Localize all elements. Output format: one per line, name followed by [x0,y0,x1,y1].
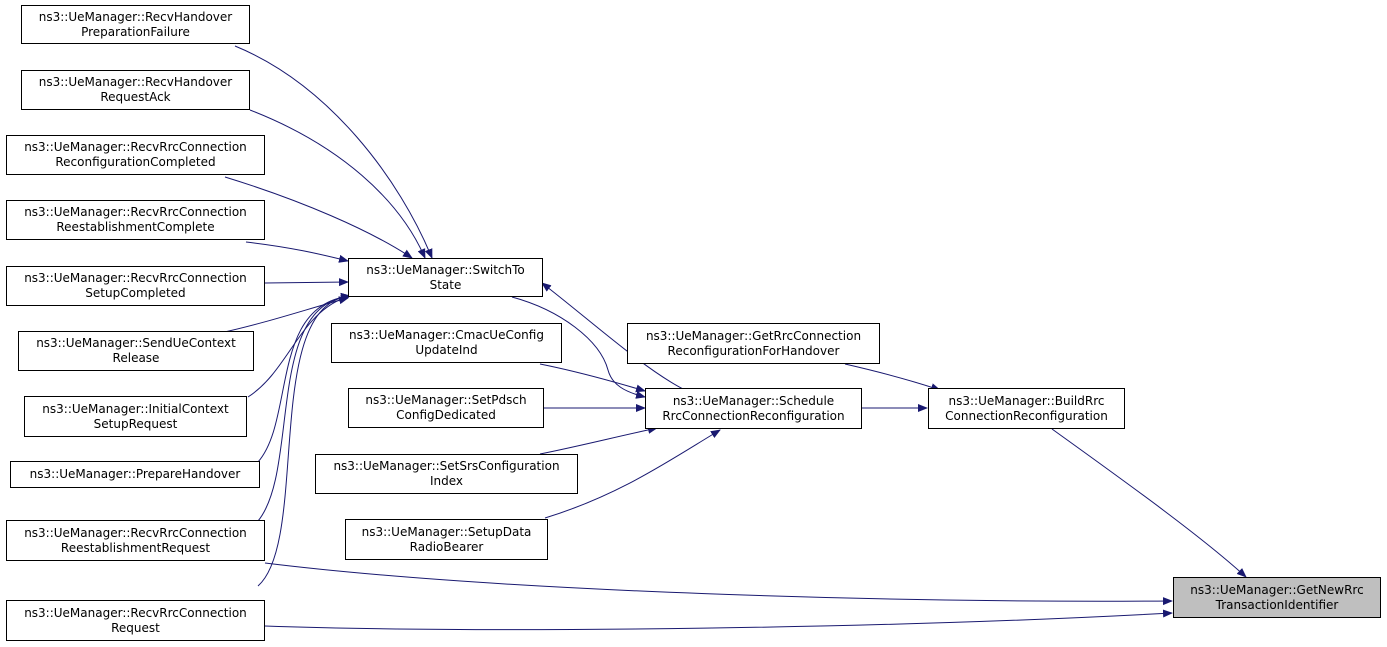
edge-recv-rrc-request-to-get-new-rrc-transaction-id [264,609,1173,631]
node-recv-rrc-connection-reestablishment-request[interactable]: ns3::UeManager::RecvRrcConnection Reesta… [6,520,265,561]
node-label-line: ReestablishmentComplete [56,220,215,234]
node-setup-data-radio-bearer[interactable]: ns3::UeManager::SetupData RadioBearer [345,519,548,560]
edge-recv-rrc-reconf-completed-to-switch-to-state [224,176,413,259]
edge-recv-ho-prep-failure-to-switch-to-state [234,45,433,259]
edge-cmac-ue-config-update-ind-to-schedule-rrc-reconf [539,363,646,393]
node-label-line: RadioBearer [409,539,484,554]
node-build-rrc-connection-reconfiguration[interactable]: ns3::UeManager::BuildRrc ConnectionRecon… [928,388,1125,429]
node-set-pdsch-config-dedicated[interactable]: ns3::UeManager::SetPdsch ConfigDedicated [348,388,544,428]
node-label-line: ns3::UeManager::GetNewRrc [1190,582,1364,597]
node-label-line: ReconfigurationCompleted [55,155,216,169]
node-label-line: ns3::UeManager::CmacUeConfig [349,328,544,342]
node-send-ue-context-release[interactable]: ns3::UeManager::SendUeContext Release [18,331,254,371]
edge-get-rrc-reconf-for-handover-to-build-rrc-reconf [844,363,941,391]
node-label-line: ns3::UeManager::SetSrsConfiguration [333,459,560,473]
edge-prepare-handover-to-switch-to-state [257,293,351,463]
edge-setup-data-radio-bearer-to-schedule-rrc-reconf [544,429,721,519]
edge-schedule-rrc-reconf-to-switch-to-state [541,282,686,391]
node-recv-handover-preparation-failure[interactable]: ns3::UeManager::RecvHandover Preparation… [21,5,250,44]
node-label-line: ns3::UeManager::RecvRrcConnection [24,140,247,154]
node-label-line: ns3::UeManager::RecvRrcConnection [24,205,247,219]
edge-switch-to-state-to-schedule-rrc-reconf [511,296,646,399]
node-label-line: ns3::UeManager::RecvRrcConnection [24,525,247,540]
edge-initial-context-setup-request-to-switch-to-state [247,294,351,398]
node-label-line: ns3::UeManager::GetRrcConnection [645,328,862,343]
node-label-line: State [429,277,462,292]
node-label-line: ns3::UeManager::BuildRrc [948,393,1105,408]
node-set-srs-configuration-index[interactable]: ns3::UeManager::SetSrsConfiguration Inde… [315,454,578,494]
node-label-line: ReestablishmentRequest [60,540,211,555]
node-label-line: Release [112,351,160,365]
edge-recv-ho-request-ack-to-switch-to-state [249,109,426,259]
node-initial-context-setup-request[interactable]: ns3::UeManager::InitialContext SetupRequ… [24,396,247,437]
node-prepare-handover[interactable]: ns3::UeManager::PrepareHandover [10,461,260,488]
edge-recv-rrc-request-to-switch-to-state [257,292,351,587]
node-label-line: ns3::UeManager::RecvHandover [38,75,233,89]
node-recv-rrc-connection-reconfiguration-completed[interactable]: ns3::UeManager::RecvRrcConnection Reconf… [6,135,265,175]
node-label-line: ns3::UeManager::SetPdsch [365,393,527,407]
node-label-line: PreparationFailure [81,24,190,39]
edge-recv-rrc-reest-complete-to-switch-to-state [245,241,349,263]
edge-build-rrc-reconf-to-get-new-rrc-transaction-id [1051,428,1247,578]
edge-recv-rrc-setup-completed-to-switch-to-state [264,278,349,287]
node-label-line: RrcConnectionReconfiguration [662,408,845,423]
node-cmac-ue-config-update-ind[interactable]: ns3::UeManager::CmacUeConfig UpdateInd [331,323,562,363]
node-label-line: ns3::UeManager::RecvRrcConnection [24,271,247,285]
node-schedule-rrc-connection-reconfiguration[interactable]: ns3::UeManager::Schedule RrcConnectionRe… [645,388,862,429]
node-label-line: Index [429,474,464,488]
node-label-line: SetupCompleted [85,286,186,300]
node-label-line: ns3::UeManager::SwitchTo [366,262,525,277]
node-label-line: SetupRequest [93,416,178,431]
edge-set-srs-configuration-index-to-schedule-rrc-reconf [539,425,658,455]
node-recv-rrc-connection-reestablishment-complete[interactable]: ns3::UeManager::RecvRrcConnection Reesta… [6,200,265,240]
node-recv-rrc-connection-setup-completed[interactable]: ns3::UeManager::RecvRrcConnection SetupC… [6,266,265,306]
node-switch-to-state[interactable]: ns3::UeManager::SwitchTo State [348,258,543,297]
edge-recv-rrc-reest-request-to-switch-to-state [257,292,351,522]
node-label-line: ns3::UeManager::SendUeContext [36,336,236,350]
node-get-new-rrc-transaction-identifier: ns3::UeManager::GetNewRrc TransactionIde… [1173,577,1381,618]
node-get-rrc-connection-reconfiguration-for-handover[interactable]: ns3::UeManager::GetRrcConnection Reconfi… [627,323,880,364]
node-label-line: ConfigDedicated [396,408,496,422]
node-label-line: Request [111,620,160,635]
node-label-line: UpdateInd [415,343,478,357]
edge-recv-rrc-reest-request-to-get-new-rrc-transaction-id [264,562,1173,606]
node-recv-handover-request-ack[interactable]: ns3::UeManager::RecvHandover RequestAck [21,70,250,110]
node-label-line: ConnectionReconfiguration [945,408,1108,423]
node-label-line: ns3::UeManager::Schedule [672,393,835,408]
node-label-line: TransactionIdentifier [1215,597,1339,612]
node-label-line: ns3::UeManager::SetupData [361,524,532,539]
node-label-line: ns3::UeManager::RecvHandover [38,9,233,24]
node-label-line: RequestAck [100,90,171,104]
node-label-line: ReconfigurationForHandover [667,343,840,358]
node-label-line: ns3::UeManager::InitialContext [42,401,229,416]
node-recv-rrc-connection-request[interactable]: ns3::UeManager::RecvRrcConnection Reques… [6,600,265,641]
node-label-line: ns3::UeManager::RecvRrcConnection [24,605,247,620]
node-label-line: ns3::UeManager::PrepareHandover [29,467,241,481]
